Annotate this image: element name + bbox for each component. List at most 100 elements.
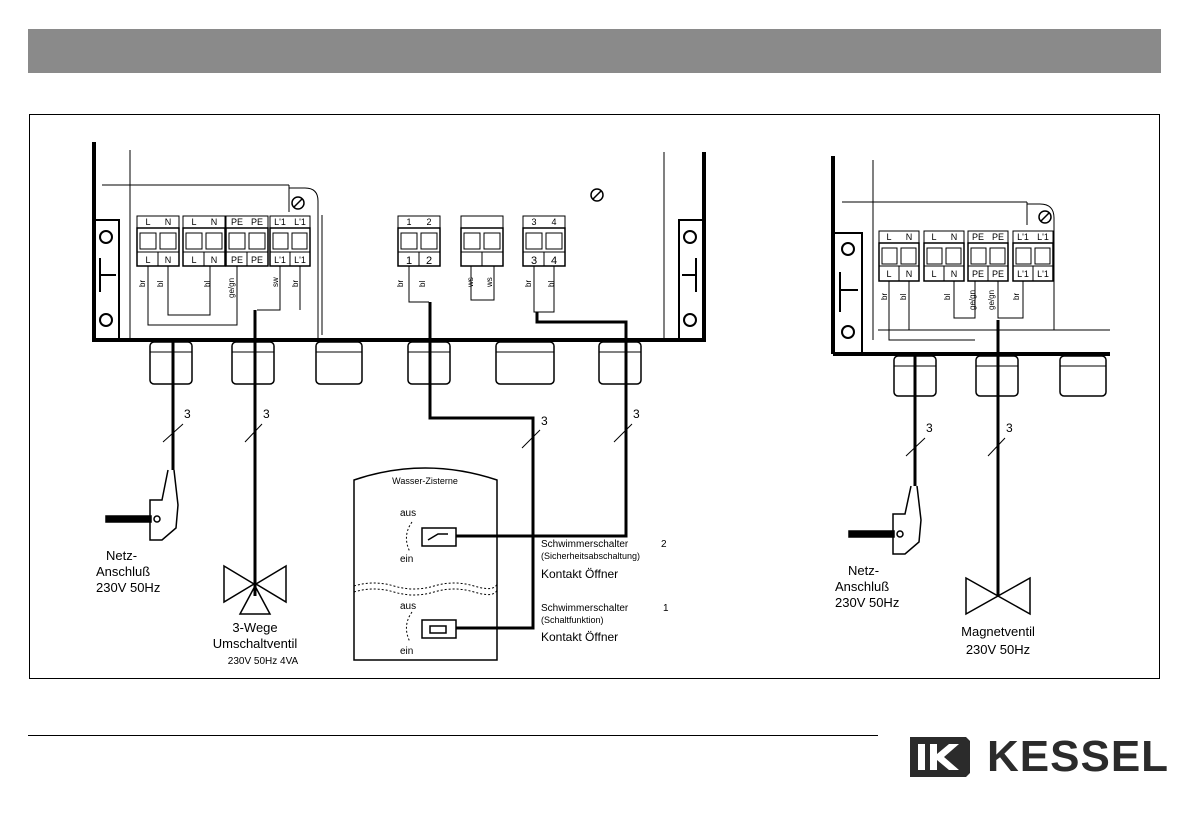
wire-color-label: bl xyxy=(156,281,165,287)
switch-title: Schwimmerschalter xyxy=(541,603,629,614)
wire-color-label: br xyxy=(291,280,300,287)
switch-contact: Kontakt Öffner xyxy=(541,630,618,644)
wire-color-label: bl xyxy=(943,294,952,300)
plug-label-line: Anschluß xyxy=(96,564,150,579)
cable-number: 3 xyxy=(184,407,191,421)
cable-number: 3 xyxy=(1006,421,1013,435)
terminal-label: PE xyxy=(992,232,1004,242)
wire-color-label: ge/gn xyxy=(227,278,236,298)
wire-color-label: bl xyxy=(547,281,556,287)
right-control-box xyxy=(831,156,1110,356)
logo-text: KESSEL xyxy=(987,732,1170,781)
terminal-label: N xyxy=(906,232,913,242)
right-cables xyxy=(913,320,1000,596)
left-cables xyxy=(171,302,628,630)
terminal-label: L'1 xyxy=(294,255,306,265)
terminal-label: L'1 xyxy=(1037,269,1049,279)
plug-label-line: 230V 50Hz xyxy=(835,595,899,610)
terminal-label: L'1 xyxy=(294,217,306,227)
terminal-label: 3 xyxy=(531,255,537,267)
cable-number: 3 xyxy=(541,414,548,428)
terminal-label: N xyxy=(951,269,958,279)
magnet-valve-label: Magnetventil 230V 50Hz xyxy=(961,624,1035,657)
terminal-label: L xyxy=(145,255,150,265)
float-switch-1-label: Schwimmerschalter 1 (Schaltfunktion) Kon… xyxy=(541,603,669,644)
left-power-plug xyxy=(105,469,179,541)
plug-label-line: 230V 50Hz xyxy=(96,580,160,595)
right-cable-glands xyxy=(893,355,1107,397)
terminal-label: 1 xyxy=(406,217,411,227)
water-tank xyxy=(353,467,498,661)
cable-number-labels: 3 3 3 3 xyxy=(184,407,640,428)
kessel-logo-icon xyxy=(910,737,970,777)
wire-color-label: ge/gn xyxy=(968,290,977,310)
left-control-box xyxy=(92,142,706,342)
wire-color-label: br xyxy=(1012,293,1021,300)
left-wire-color-labels: br bl bl ge/gn sw br br bl ws ws br bl xyxy=(138,277,556,298)
float-state-on: ein xyxy=(400,646,413,657)
left-cable-glands xyxy=(149,341,642,385)
terminal-label: N xyxy=(211,255,218,265)
left-terminal-labels: L N L N L N L N PE PE PE PE L'1 L'1 L'1 … xyxy=(145,217,557,267)
terminal-label: N xyxy=(165,255,172,265)
plug-label-line: Netz- xyxy=(106,548,137,563)
right-internal-wires xyxy=(888,281,1024,341)
terminal-label: 4 xyxy=(551,255,557,267)
cable-callout-ticks xyxy=(162,423,633,449)
switch-title: Schwimmerschalter xyxy=(541,539,629,550)
footer-rule xyxy=(28,735,878,736)
valve-label-line: 230V 50Hz 4VA xyxy=(228,656,299,667)
valve-label-line: 3-Wege xyxy=(232,620,277,635)
wire-color-label: ws xyxy=(485,277,494,288)
terminal-label: PE xyxy=(251,255,263,265)
right-cable-number-labels: 3 3 xyxy=(926,421,1013,435)
three-way-valve-label: 3-Wege Umschaltventil 230V 50Hz 4VA xyxy=(213,620,299,667)
terminal-label: L xyxy=(191,217,196,227)
wire-color-label: br xyxy=(396,280,405,287)
right-power-plug xyxy=(848,485,922,555)
float-state-off: aus xyxy=(400,508,416,519)
terminal-label: N xyxy=(211,217,218,227)
wire-color-label: bl xyxy=(203,281,212,287)
terminal-label: 1 xyxy=(406,255,412,267)
terminal-label: L'1 xyxy=(1017,269,1029,279)
terminal-label: L xyxy=(886,232,891,242)
left-terminal-blocks xyxy=(136,215,566,267)
right-terminal-labels: L N L N L N L N PE PE PE PE L'1 L'1 L'1 … xyxy=(886,232,1048,279)
terminal-label: L xyxy=(931,232,936,242)
terminal-label: L xyxy=(191,255,196,265)
magnet-valve xyxy=(965,576,1031,616)
wire-color-label: br xyxy=(880,293,889,300)
switch-number: 2 xyxy=(661,539,667,550)
cable-number: 3 xyxy=(633,407,640,421)
left-plug-label: Netz- Anschluß 230V 50Hz xyxy=(96,548,160,595)
terminal-label: 2 xyxy=(426,217,431,227)
three-way-valve xyxy=(223,564,287,615)
terminal-label: L xyxy=(931,269,936,279)
switch-note: (Sicherheitsabschaltung) xyxy=(541,551,640,561)
right-terminal-blocks xyxy=(878,230,1054,282)
terminal-label: 2 xyxy=(426,255,432,267)
terminal-label: PE xyxy=(231,255,243,265)
wire-color-label: bl xyxy=(418,281,427,287)
cable-number: 3 xyxy=(263,407,270,421)
wire-color-label: ge/gn xyxy=(987,290,996,310)
wire-color-label: sw xyxy=(271,277,280,287)
header-bar xyxy=(28,29,1161,73)
switch-contact: Kontakt Öffner xyxy=(541,567,618,581)
float-state-on: ein xyxy=(400,554,413,565)
terminal-label: L'1 xyxy=(1037,232,1049,242)
wire-color-label: bl xyxy=(899,294,908,300)
terminal-label: L'1 xyxy=(274,217,286,227)
terminal-label: L xyxy=(145,217,150,227)
plug-label-line: Anschluß xyxy=(835,579,889,594)
float-state-off: aus xyxy=(400,601,416,612)
switch-note: (Schaltfunktion) xyxy=(541,615,604,625)
float-switch-2-label: Schwimmerschalter 2 (Sicherheitsabschalt… xyxy=(541,539,667,581)
terminal-label: 4 xyxy=(551,217,556,227)
terminal-label: 3 xyxy=(531,217,536,227)
valve-label-line: 230V 50Hz xyxy=(966,642,1030,657)
plug-label-line: Netz- xyxy=(848,563,879,578)
wire-color-label: br xyxy=(524,280,533,287)
